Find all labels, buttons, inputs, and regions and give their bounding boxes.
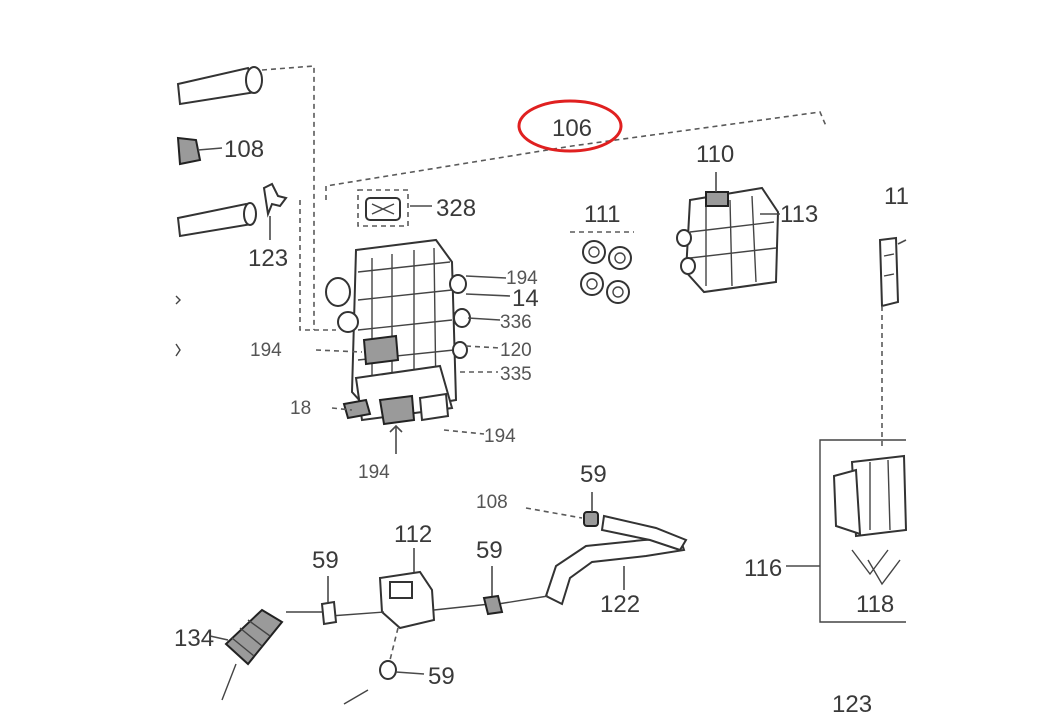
fitting-59-a [320,576,338,626]
part-label-110[interactable]: 110 [696,141,734,168]
part-label-59-mid[interactable]: 59 [476,537,503,564]
part-label-111[interactable]: 111 [584,201,620,228]
valve-section-110 [676,172,780,294]
pipe-middle-left [176,202,257,238]
assembly-106-bracket [325,111,827,200]
part-label-120[interactable]: 120 [500,340,532,361]
pipe-122 [525,492,688,606]
pipe-upper-left [176,65,315,330]
part-label-194-b[interactable]: 194 [484,426,516,447]
part-label-335[interactable]: 335 [500,364,532,385]
part-label-59-top[interactable]: 59 [580,461,607,488]
part-label-14[interactable]: 14 [512,285,539,312]
part-label-108-b[interactable]: 108 [476,492,508,513]
part-label-108[interactable]: 108 [224,136,264,163]
valve-112 [286,548,549,630]
part-label-336[interactable]: 336 [500,312,532,333]
part-label-18[interactable]: 18 [290,398,311,419]
control-valve-block [325,238,471,426]
part-label-328[interactable]: 328 [436,195,476,222]
part-label-118[interactable]: 118 [856,591,894,618]
fitting-59-b [482,566,504,616]
assembly-116-box [786,439,908,623]
fitting-59-c [379,627,425,680]
part-label-134[interactable]: 134 [174,625,214,652]
part-labels: 106 108 123 328 111 110 113 14 336 120 3… [174,115,909,718]
fitting-108-left [176,136,223,166]
part-label-194-a[interactable]: 194 [250,340,282,361]
part-label-113[interactable]: 113 [780,201,818,228]
hose-134 [209,608,369,705]
clip-123 [262,182,288,240]
o-rings-111 [570,231,634,304]
gasket-328 [357,189,432,227]
part-label-116[interactable]: 116 [744,555,782,582]
part-label-106[interactable]: 106 [552,115,592,142]
part-label-59-left[interactable]: 59 [312,547,339,574]
part-label-11x[interactable]: 11 [884,183,909,210]
part-label-194-top[interactable]: 194 [506,268,538,289]
part-label-123-bottom[interactable]: 123 [832,691,872,718]
part-label-122[interactable]: 122 [600,591,640,618]
part-label-59-bottom[interactable]: 59 [428,663,455,690]
highlight-circle [517,99,623,153]
part-label-194-c[interactable]: 194 [358,462,390,483]
part-label-112[interactable]: 112 [394,521,432,548]
part-label-123[interactable]: 123 [248,245,288,272]
rod-11x [878,236,907,448]
